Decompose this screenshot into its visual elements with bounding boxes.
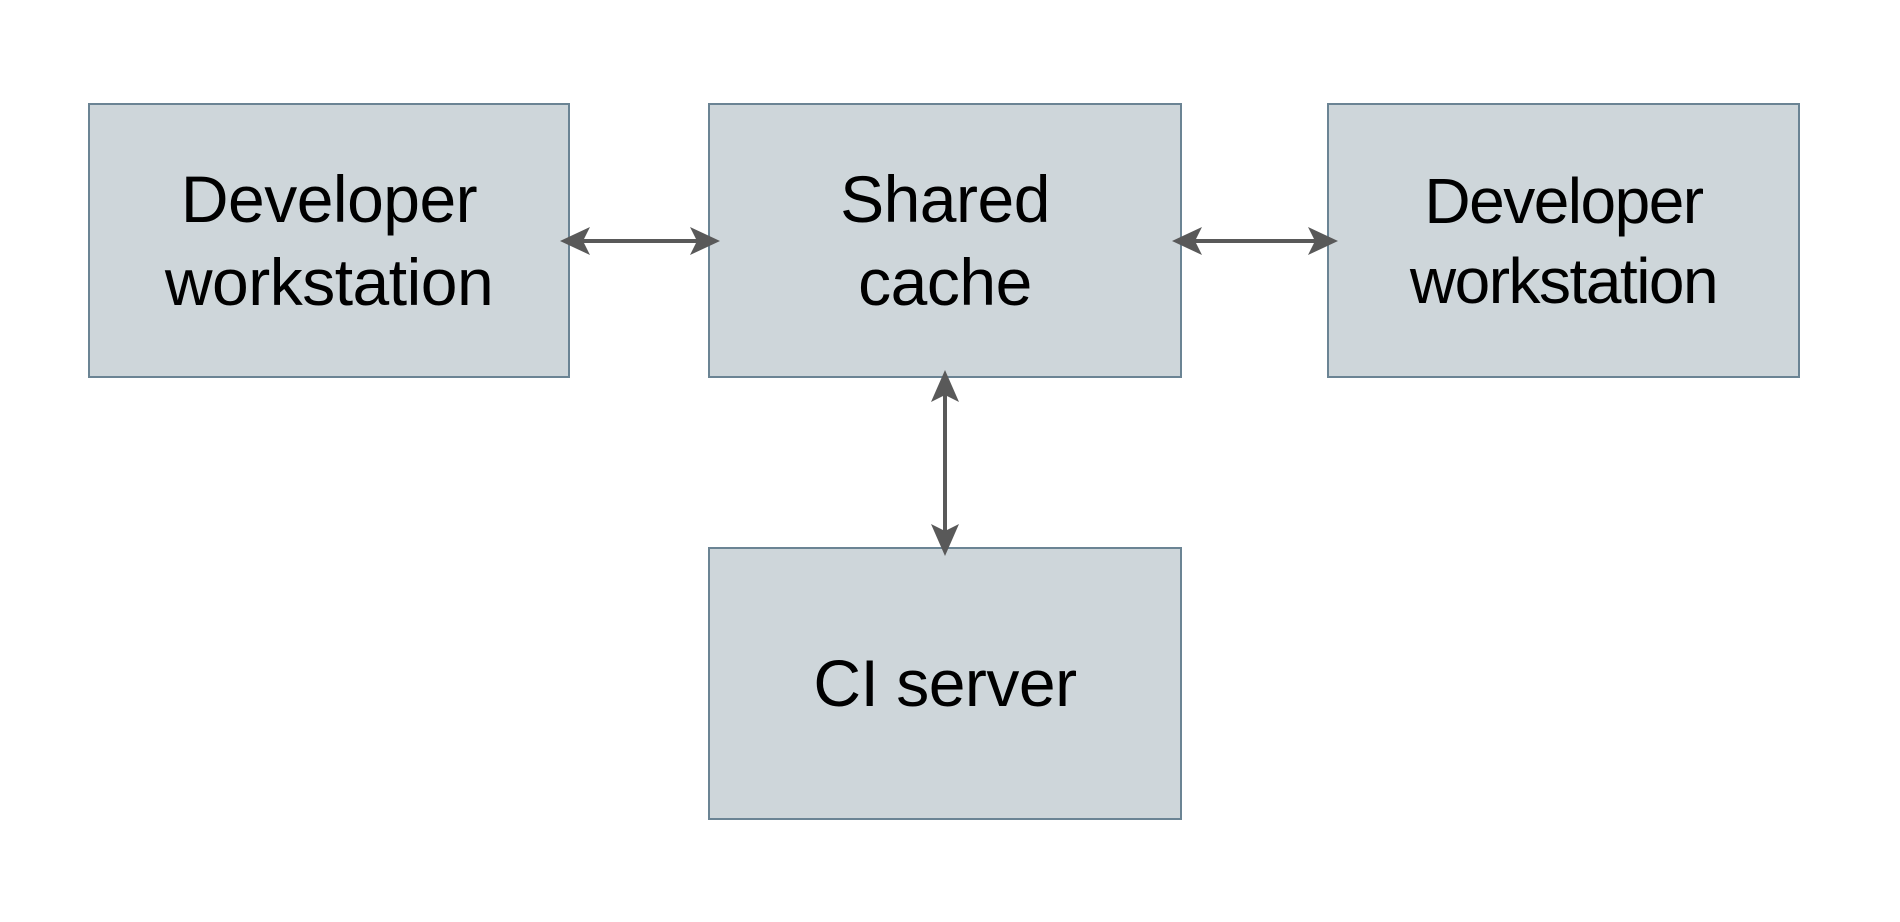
node-label-shared-cache: Shared cache [840, 162, 1050, 319]
node-ci-server[interactable]: CI server [708, 547, 1182, 820]
connector-developer-workstation-left-to-shared-cache[interactable] [560, 205, 720, 277]
node-label-developer-workstation-right: Developer workstation [1409, 164, 1719, 317]
node-shared-cache[interactable]: Shared cache [708, 103, 1182, 378]
connector-shared-cache-to-developer-workstation-right[interactable] [1172, 205, 1338, 277]
double-arrow-horizontal-icon [560, 227, 720, 255]
double-arrow-horizontal-icon [1172, 227, 1338, 255]
node-label-developer-workstation-left: Developer workstation [164, 162, 494, 319]
node-label-ci-server: CI server [813, 646, 1077, 721]
node-developer-workstation-left[interactable]: Developer workstation [88, 103, 570, 378]
double-arrow-vertical-icon [931, 370, 959, 556]
node-developer-workstation-right[interactable]: Developer workstation [1327, 103, 1800, 378]
connector-shared-cache-to-ci-server[interactable] [909, 370, 981, 556]
